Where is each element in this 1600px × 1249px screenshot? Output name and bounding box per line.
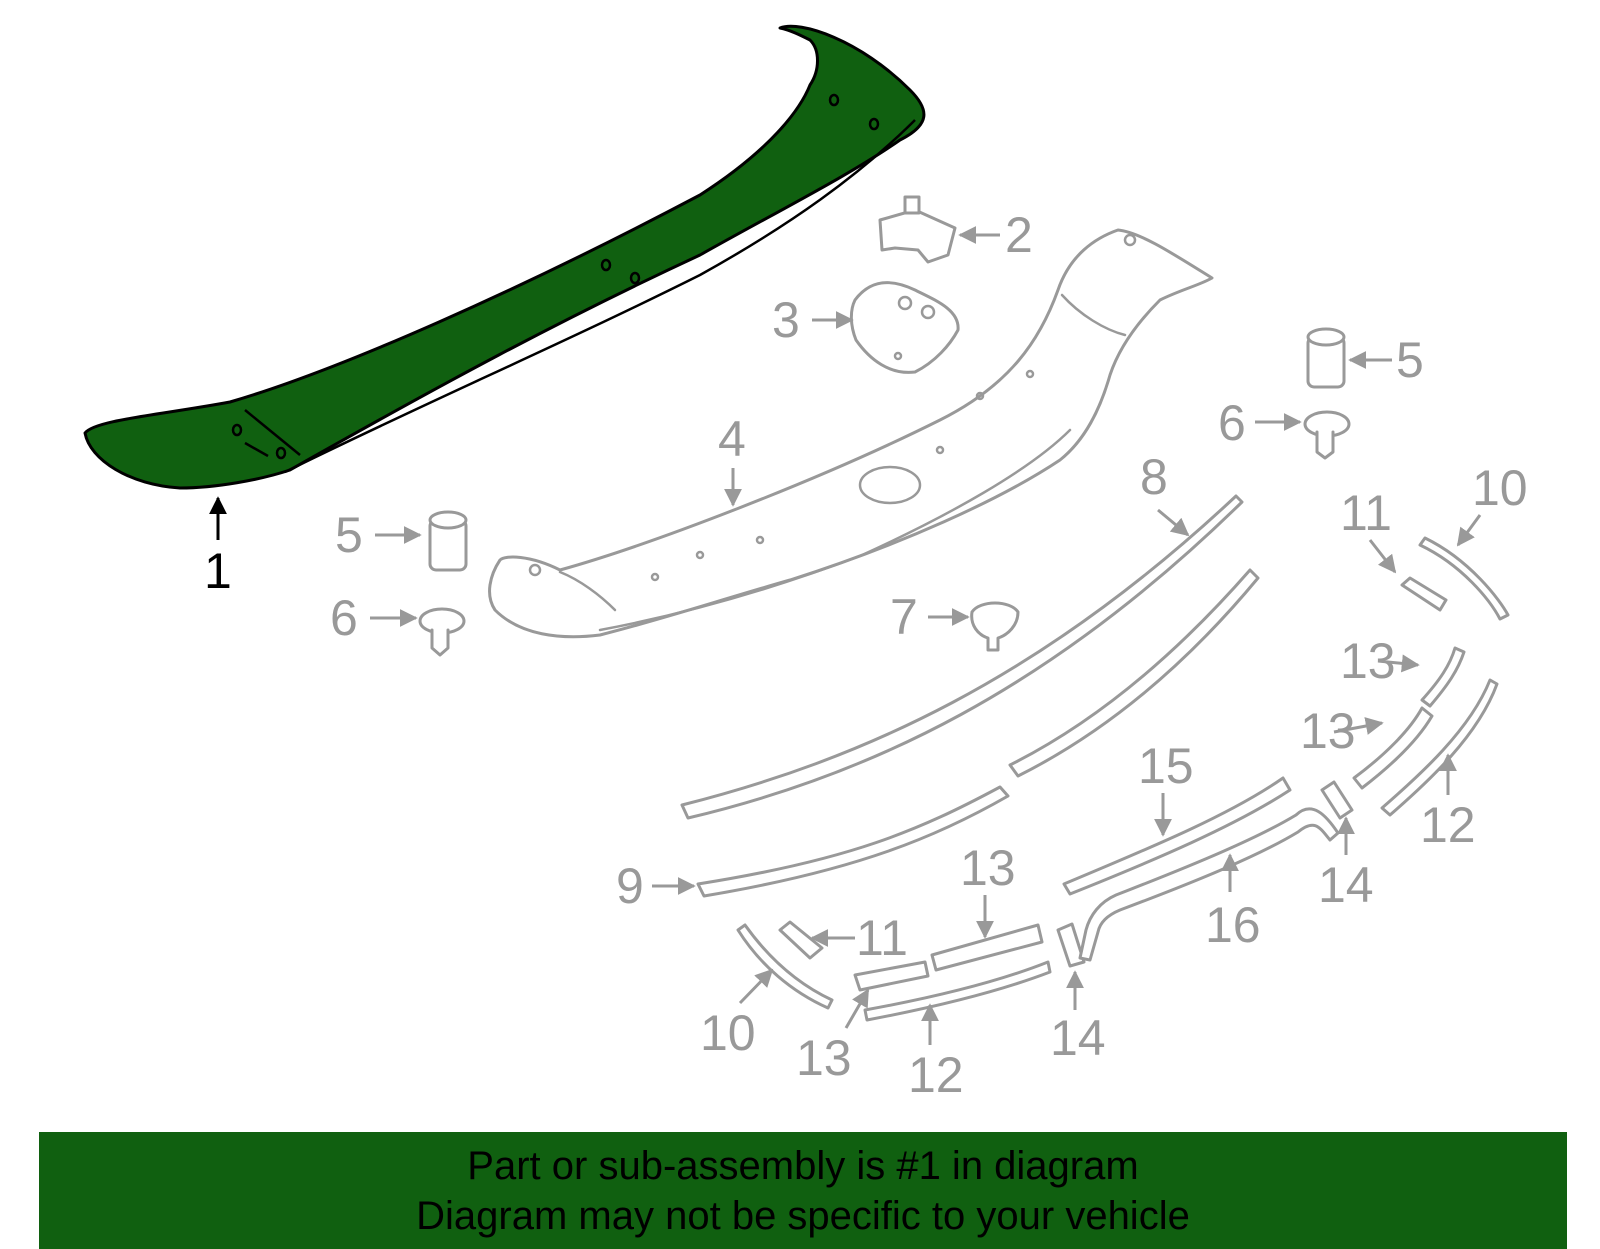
strip-part-12-right[interactable]: [1380, 678, 1499, 817]
callout-5-right: 5: [1396, 332, 1424, 388]
callout-10-right: 10: [1472, 460, 1528, 516]
callout-7: 7: [890, 589, 918, 645]
callout-13-d: 13: [1300, 703, 1356, 759]
callout-13-a: 13: [796, 1030, 852, 1086]
callout-13-c: 13: [1340, 633, 1396, 689]
callout-12-right: 12: [1420, 797, 1476, 853]
clip-part-6-right[interactable]: [1303, 410, 1351, 460]
strip-part-15[interactable]: [1062, 776, 1292, 896]
tab-part-11-right[interactable]: [1400, 576, 1448, 612]
spoiler-part-1[interactable]: [83, 24, 926, 490]
info-banner: Part or sub-assembly is #1 in diagram Di…: [39, 1132, 1567, 1249]
seal-strip-part-8[interactable]: [680, 494, 1244, 820]
tab-part-14-right[interactable]: [1320, 780, 1354, 820]
mount-block-part-3[interactable]: [849, 281, 960, 374]
strip-part-13-a[interactable]: [853, 960, 930, 992]
callout-10-left: 10: [700, 1005, 756, 1061]
tab-part-14-left[interactable]: [1056, 922, 1086, 968]
grommet-part-5-right[interactable]: [1306, 327, 1346, 389]
banner-line-1: Part or sub-assembly is #1 in diagram: [467, 1143, 1139, 1188]
callout-15: 15: [1138, 738, 1194, 794]
callout-2: 2: [1005, 207, 1033, 263]
callout-14-right: 14: [1318, 857, 1374, 913]
molding-part-10-right[interactable]: [1418, 536, 1510, 621]
tab-part-11-left[interactable]: [778, 920, 824, 960]
callout-6-right: 6: [1218, 395, 1246, 451]
grommet-part-5-left[interactable]: [428, 510, 468, 572]
seal-strip-part-9[interactable]: [696, 568, 1260, 898]
strip-part-12-left[interactable]: [863, 960, 1052, 1022]
callout-9: 9: [616, 858, 644, 914]
base-frame-part-4[interactable]: [488, 228, 1214, 639]
callout-14-left: 14: [1050, 1010, 1106, 1066]
callout-12-left: 12: [908, 1047, 964, 1103]
callout-11-right: 11: [1340, 485, 1392, 541]
nut-part-7[interactable]: [970, 601, 1020, 652]
callout-8: 8: [1140, 449, 1168, 505]
strip-part-13-b[interactable]: [930, 923, 1044, 972]
clip-part-6-left[interactable]: [418, 607, 466, 657]
callout-1: 1: [204, 543, 232, 599]
strip-part-13-d[interactable]: [1420, 646, 1466, 708]
bracket-part-2[interactable]: [878, 195, 957, 264]
callout-16: 16: [1205, 897, 1261, 953]
callout-arrows: [209, 226, 1482, 1045]
callout-13-b: 13: [960, 840, 1016, 896]
banner-line-2: Diagram may not be specific to your vehi…: [416, 1193, 1190, 1238]
callout-6-left: 6: [330, 590, 358, 646]
callout-4: 4: [718, 411, 746, 467]
callout-11-left: 11: [856, 910, 908, 966]
strip-part-13-c[interactable]: [1352, 706, 1434, 790]
callout-3: 3: [772, 292, 800, 348]
callout-5-left: 5: [335, 507, 363, 563]
molding-part-10-left[interactable]: [736, 923, 834, 1010]
